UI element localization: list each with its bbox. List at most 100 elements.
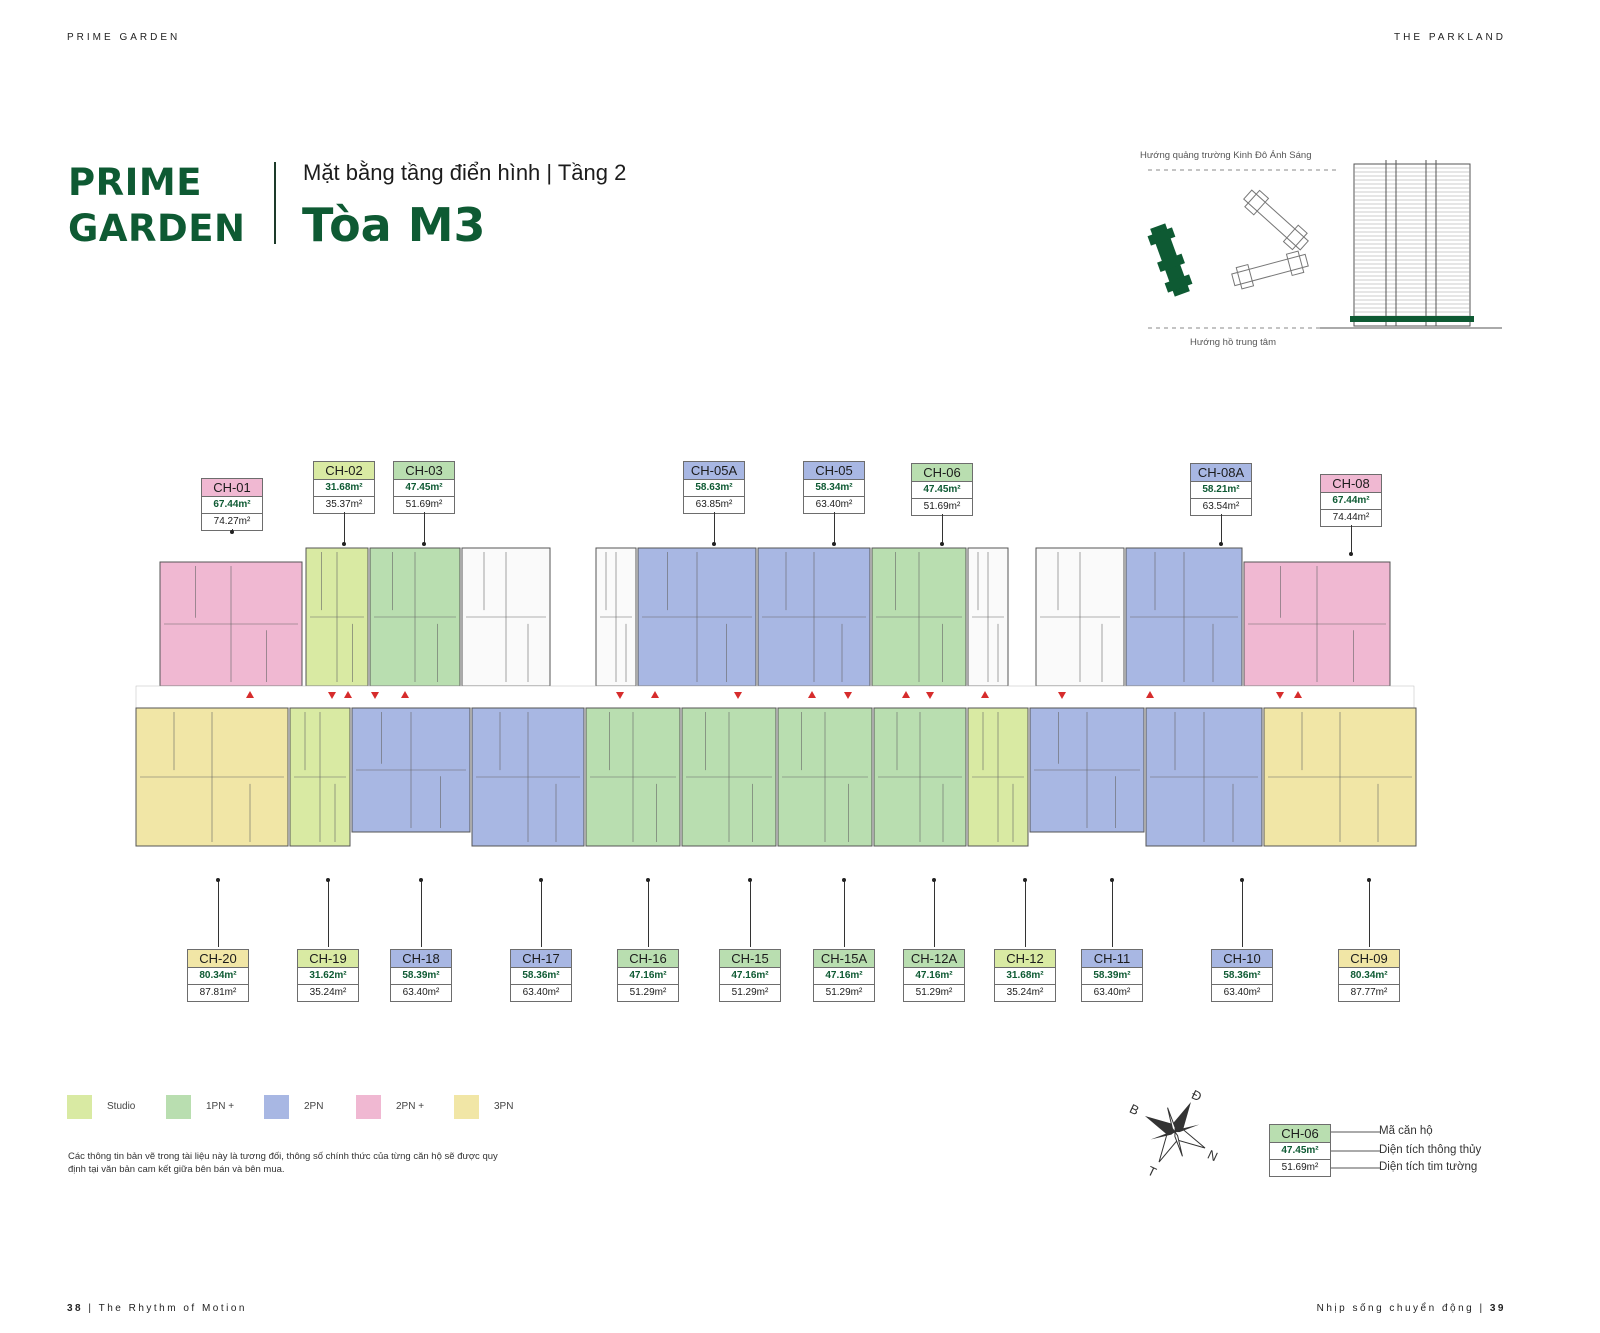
site-plan bbox=[1147, 160, 1502, 329]
unit-gross-area: 51.29m² bbox=[813, 985, 875, 1002]
unit-net-area: 47.45m² bbox=[393, 480, 455, 497]
unit-leader-dot bbox=[1367, 878, 1371, 882]
unit-code: CH-06 bbox=[911, 463, 973, 482]
unit-leader-line bbox=[1025, 880, 1026, 947]
site-plan-block-3 bbox=[1243, 189, 1309, 251]
unit-leader-line bbox=[844, 880, 845, 947]
unit-gross-area: 51.29m² bbox=[719, 985, 781, 1002]
unit-leader-line bbox=[1112, 880, 1113, 947]
unit-net-area: 58.39m² bbox=[1081, 968, 1143, 985]
compass-needle-w bbox=[1144, 1116, 1175, 1135]
unit-net-area: 47.16m² bbox=[617, 968, 679, 985]
key-label-code: Mã căn hộ bbox=[1379, 1125, 1433, 1137]
entry-arrow bbox=[1276, 692, 1284, 699]
entry-arrow bbox=[808, 691, 816, 698]
unit-leader-dot bbox=[712, 542, 716, 546]
unit-net-area: 67.44m² bbox=[1320, 493, 1382, 510]
unit-leader-line bbox=[934, 880, 935, 947]
unit-gross-area: 35.24m² bbox=[994, 985, 1056, 1002]
entry-arrow bbox=[1058, 692, 1066, 699]
unit-leader-dot bbox=[422, 542, 426, 546]
unit-net-area: 67.44m² bbox=[201, 497, 263, 514]
legend-swatch-3pn bbox=[454, 1095, 479, 1119]
unit-code: CH-15A bbox=[813, 949, 875, 968]
disclaimer-note: Các thông tin bản vẽ trong tài liệu này … bbox=[68, 1151, 498, 1175]
unit-code: CH-09 bbox=[1338, 949, 1400, 968]
unit-leader-dot bbox=[216, 878, 220, 882]
entry-arrow bbox=[734, 692, 742, 699]
unit-code: CH-16 bbox=[617, 949, 679, 968]
key-sample-area1: 47.45m² bbox=[1269, 1143, 1331, 1160]
legend-swatch-2pn-plus bbox=[356, 1095, 381, 1119]
key-sample-leaders bbox=[1331, 1131, 1381, 1169]
unit-gross-area: 63.40m² bbox=[1081, 985, 1143, 1002]
entry-arrow bbox=[246, 691, 254, 698]
unit-leader-dot bbox=[1349, 552, 1353, 556]
unit-net-area: 47.16m² bbox=[719, 968, 781, 985]
unit-leader-dot bbox=[539, 878, 543, 882]
unit-leader-dot bbox=[940, 542, 944, 546]
brand-line-1: PRIME bbox=[68, 161, 202, 204]
unit-leader-line bbox=[942, 514, 943, 544]
unit-net-area: 47.45m² bbox=[911, 482, 973, 499]
key-sample-area2: 51.69m² bbox=[1269, 1160, 1331, 1177]
unit-gross-area: 51.29m² bbox=[617, 985, 679, 1002]
site-plan-m3-block bbox=[1147, 223, 1193, 297]
compass bbox=[1144, 1101, 1206, 1163]
footer-right: Nhịp sống chuyển động | 39 bbox=[1316, 1303, 1506, 1314]
unit-net-area: 31.68m² bbox=[994, 968, 1056, 985]
unit-leader-dot bbox=[932, 878, 936, 882]
unit-leader-dot bbox=[230, 530, 234, 534]
page-number-left: 38 bbox=[67, 1303, 84, 1314]
legend-swatch-studio bbox=[67, 1095, 92, 1119]
unit-leader-dot bbox=[1110, 878, 1114, 882]
unit-leader-line bbox=[1221, 514, 1222, 544]
unit-code: CH-15 bbox=[719, 949, 781, 968]
unit-code: CH-19 bbox=[297, 949, 359, 968]
entry-arrow bbox=[401, 691, 409, 698]
unit-gross-area: 35.24m² bbox=[297, 985, 359, 1002]
unit-leader-line bbox=[1242, 880, 1243, 947]
unit-code: CH-08A bbox=[1190, 463, 1252, 482]
floor-subtitle: Mặt bằng tầng điển hình | Tầng 2 bbox=[303, 160, 627, 185]
legend-label-studio: Studio bbox=[107, 1101, 136, 1112]
tower-elevation bbox=[1320, 160, 1502, 329]
unit-net-area: 31.62m² bbox=[297, 968, 359, 985]
entry-arrow bbox=[616, 692, 624, 699]
unit-leader-line bbox=[648, 880, 649, 947]
unit-leader-dot bbox=[1023, 878, 1027, 882]
unit-code: CH-17 bbox=[510, 949, 572, 968]
unit-net-area: 31.68m² bbox=[313, 480, 375, 497]
unit-code: CH-01 bbox=[201, 478, 263, 497]
unit-net-area: 58.21m² bbox=[1190, 482, 1252, 499]
floor-plan-room-lines bbox=[140, 552, 1412, 842]
legend-label-2pn: 2PN bbox=[304, 1101, 324, 1112]
unit-code: CH-11 bbox=[1081, 949, 1143, 968]
unit-leader-dot bbox=[1219, 542, 1223, 546]
unit-code: CH-10 bbox=[1211, 949, 1273, 968]
unit-leader-line bbox=[1369, 880, 1370, 947]
unit-net-area: 80.34m² bbox=[187, 968, 249, 985]
unit-net-area: 80.34m² bbox=[1338, 968, 1400, 985]
unit-leader-dot bbox=[1240, 878, 1244, 882]
